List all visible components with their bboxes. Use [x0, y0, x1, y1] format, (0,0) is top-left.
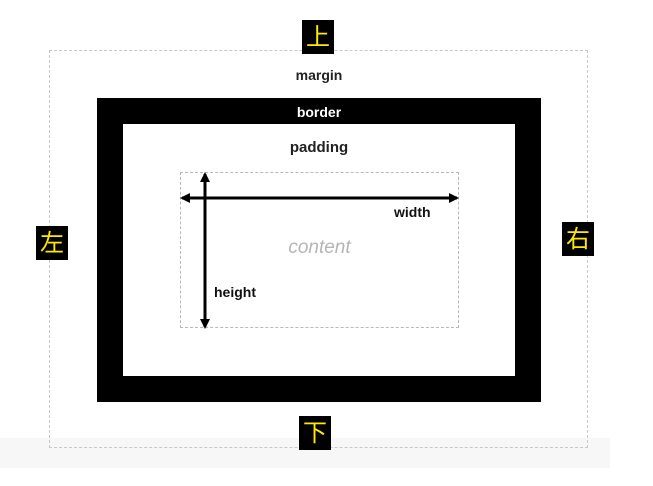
content-box — [180, 172, 459, 328]
left-side-tag: 左 — [36, 226, 68, 260]
height-label: height — [214, 284, 256, 300]
right-side-tag: 右 — [562, 222, 594, 256]
bottom-side-tag: 下 — [299, 416, 331, 450]
content-label: content — [288, 237, 351, 258]
padding-box — [123, 124, 515, 376]
top-side-tag: 上 — [302, 20, 334, 54]
border-label: border — [296, 104, 342, 120]
margin-label: margin — [295, 67, 343, 83]
padding-label: padding — [289, 139, 349, 156]
width-label: width — [394, 204, 431, 220]
